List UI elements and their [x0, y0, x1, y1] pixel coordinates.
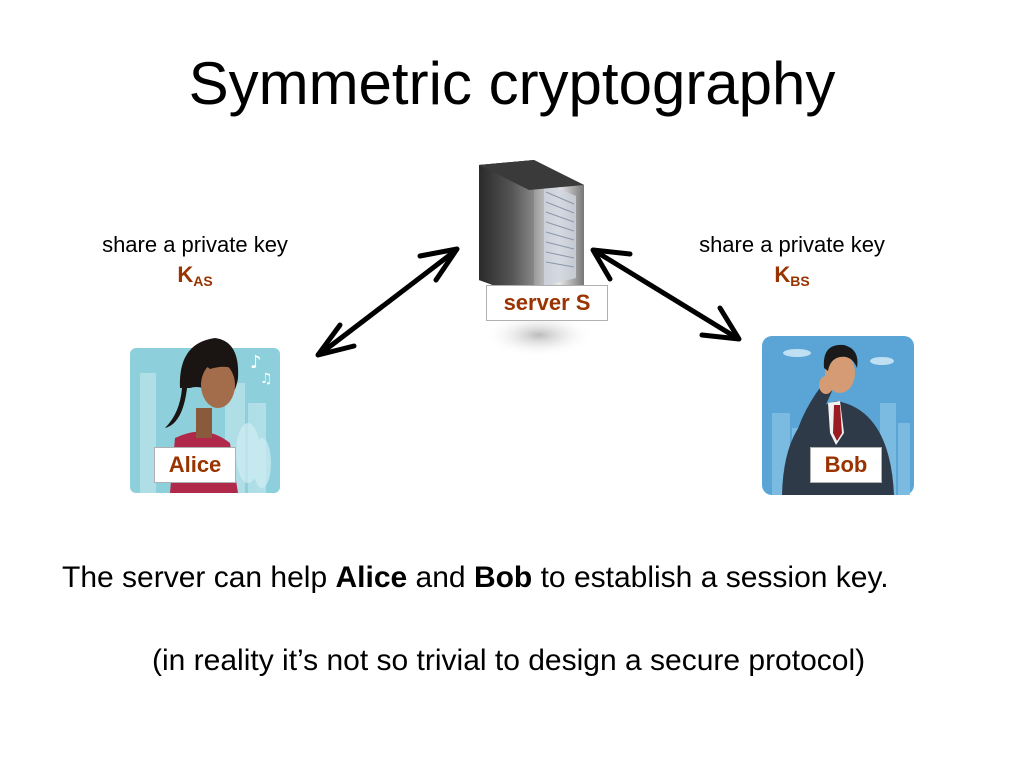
body-part3: to establish a session key. [532, 561, 889, 594]
left-key-caption: share a private key [102, 232, 288, 257]
key-as-subscript: AS [193, 273, 213, 289]
bob-label: Bob [810, 447, 882, 483]
alice-server-arrow [315, 246, 460, 358]
key-bs: KBS [662, 260, 922, 296]
note-line: (in reality it’s not so trivial to desig… [152, 644, 866, 677]
body-part1: The server can help [62, 561, 336, 594]
key-bs-letter: K [774, 262, 791, 287]
slide-title: Symmetric cryptography [188, 50, 836, 117]
server-label: server S [486, 285, 608, 321]
key-bs-subscript: BS [790, 273, 810, 289]
music-note-icon: ♪ [250, 352, 262, 373]
body-paragraph: The server can help Alice and Bob to est… [62, 560, 962, 596]
body-bob: Bob [473, 561, 533, 594]
bob-server-arrow [590, 247, 742, 342]
right-key-caption: share a private key [699, 232, 885, 257]
key-as-letter: K [177, 262, 194, 287]
key-as: KAS [65, 260, 325, 296]
body-part2: and [407, 561, 474, 594]
body-alice: Alice [335, 561, 408, 594]
alice-label: Alice [154, 447, 236, 483]
music-note-small-icon: ♫ [260, 371, 273, 387]
server-icon [479, 160, 594, 357]
left-key-label: share a private key KAS [65, 230, 325, 296]
right-key-label: share a private key KBS [662, 230, 922, 296]
